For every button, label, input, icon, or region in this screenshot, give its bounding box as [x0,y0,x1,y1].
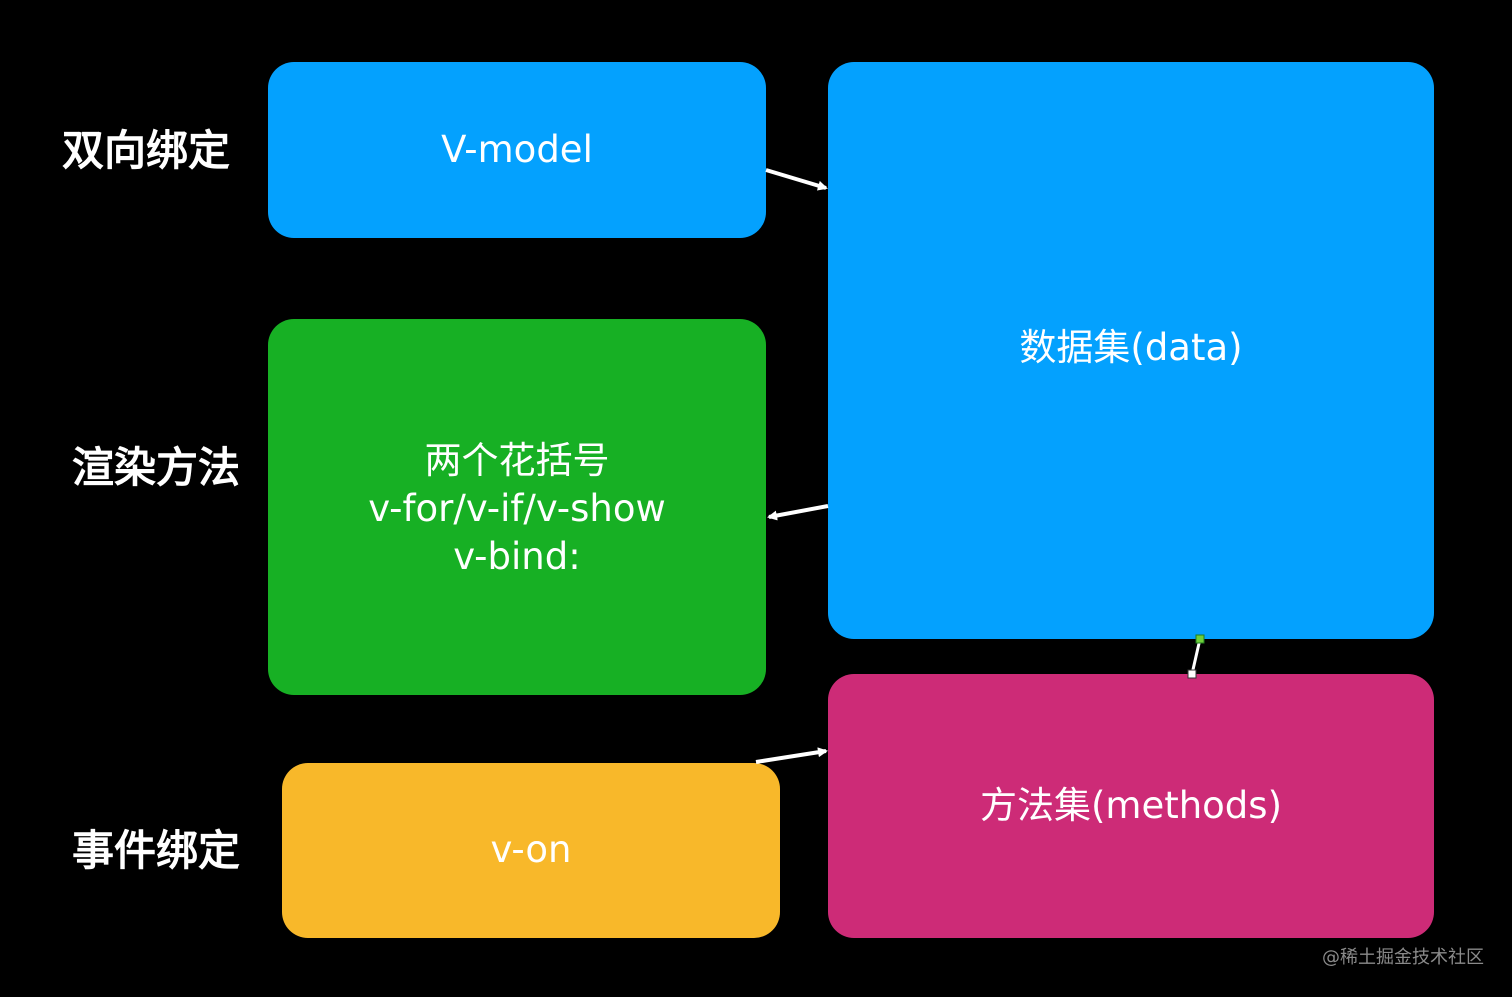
methods-set-text: 方法集(methods) [979,783,1283,827]
connector-handle-top[interactable] [1195,634,1205,644]
arrow-vmodel-to-data [765,168,828,191]
arrow-von-to-methods [755,747,828,764]
render-methods-lines: 两个花括号 v-for/v-if/v-show v-bind: [368,437,666,581]
watermark: @稀土掘金技术社区 [1322,947,1484,968]
double-braces-text: 两个花括号 [424,439,610,482]
methods-set-box: 方法集(methods) [828,674,1434,938]
v-on-box: v-on [282,763,780,938]
v-bind-text: v-bind: [453,535,581,579]
arrow-data-to-render [767,504,829,521]
v-model-box: V-model [268,62,766,238]
render-methods-box: 两个花括号 v-for/v-if/v-show v-bind: [268,319,766,695]
connector-handle-bottom[interactable] [1187,669,1197,679]
label-event-binding: 事件绑定 [72,826,241,875]
data-set-box: 数据集(data) [828,62,1434,639]
directives-text: v-for/v-if/v-show [368,487,666,531]
v-on-text: v-on [490,828,572,872]
label-two-way-binding: 双向绑定 [62,126,231,175]
label-render-methods: 渲染方法 [72,443,241,492]
v-model-text: V-model [441,127,593,171]
connector-data-methods [1190,638,1202,675]
data-set-text: 数据集(data) [1019,326,1243,369]
